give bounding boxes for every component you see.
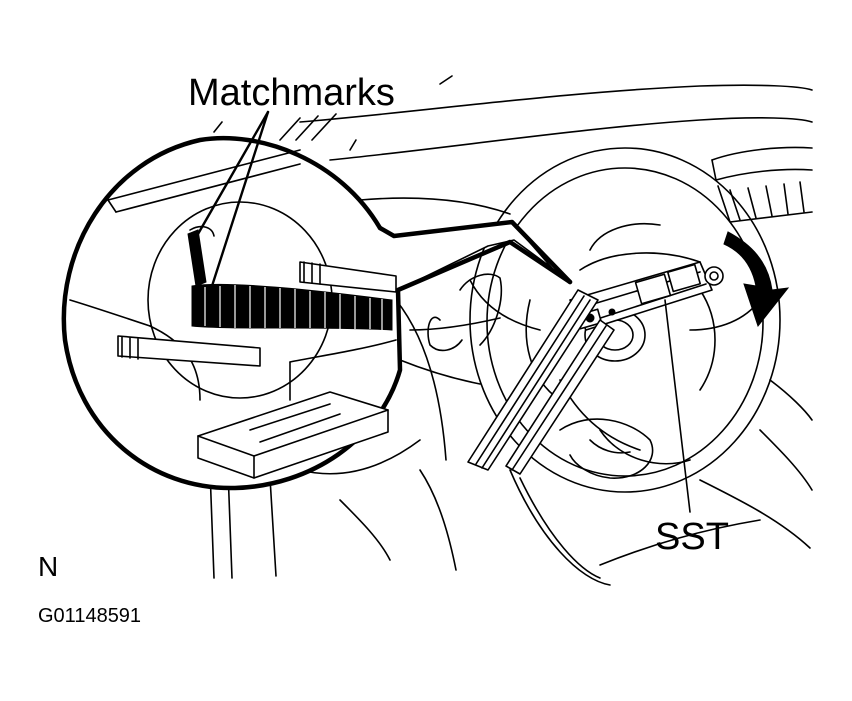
orientation-label: N [38,551,59,582]
dashboard-outline [209,75,813,579]
hand [427,273,654,479]
rotation-arrow-icon [723,231,790,328]
dash-hatching [213,113,337,141]
matchmarks-leader-lines [196,110,270,288]
air-vent [711,146,813,223]
magnified-detail-view [61,135,573,491]
shaft-spline-ridges [204,285,383,330]
sst-tool [467,261,724,513]
figure-id: G01148591 [38,605,142,627]
sst-label: SST [655,516,729,558]
matchmarks-label: Matchmarks [188,72,395,114]
steering-wheel [469,147,781,586]
